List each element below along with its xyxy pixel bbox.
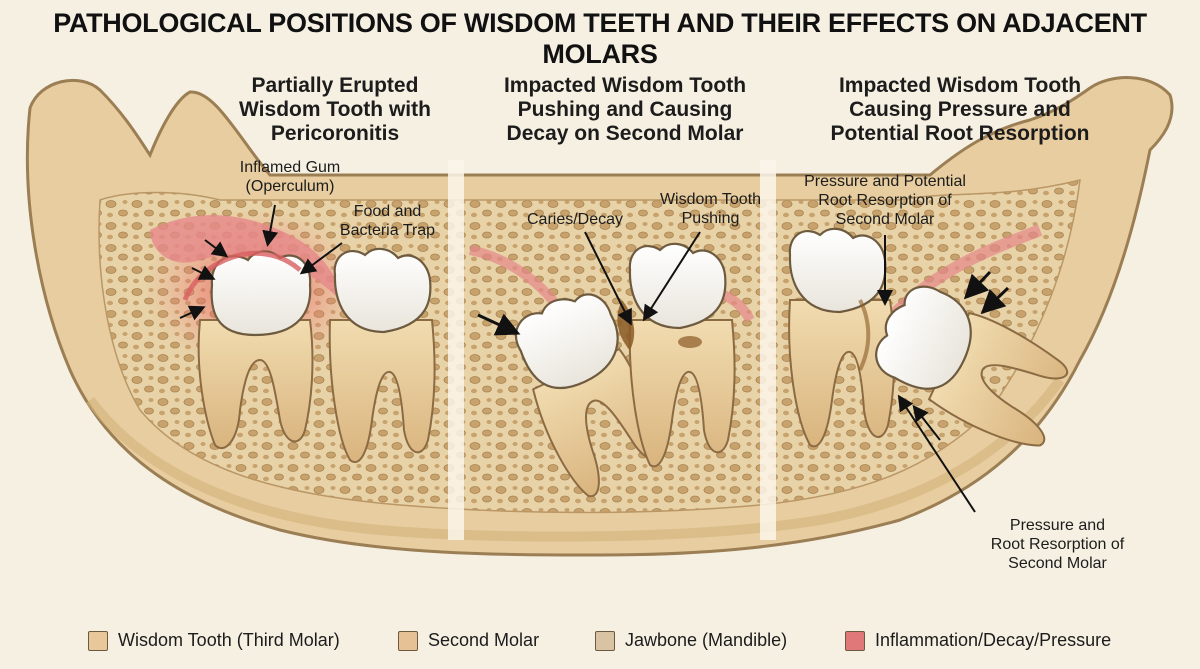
wisdom-tooth-2 bbox=[514, 293, 660, 497]
legend-label: Jawbone (Mandible) bbox=[625, 630, 788, 650]
label-food-bacteria-trap: Food and Bacteria Trap bbox=[339, 203, 436, 239]
legend-label: Second Molar bbox=[428, 630, 540, 650]
label-caries-decay: Caries/Decay bbox=[526, 211, 624, 228]
legend-label: Inflammation/Decay/Pressure bbox=[875, 630, 1112, 650]
legend-swatch bbox=[595, 630, 615, 651]
legend: Wisdom Tooth (Third Molar) Second Molar … bbox=[0, 626, 1200, 662]
label-pressure-potential-resorption: Pressure and Potential Root Resorption o… bbox=[804, 173, 966, 228]
legend-item-jawbone: Jawbone (Mandible) bbox=[595, 630, 787, 651]
legend-label: Wisdom Tooth (Third Molar) bbox=[118, 630, 340, 650]
wisdom-tooth-1 bbox=[197, 250, 314, 450]
label-pressure-root-resorption: Pressure and Root Resorption of Second M… bbox=[990, 517, 1125, 572]
panel-2-title: Impacted Wisdom Tooth Pushing and Causin… bbox=[503, 74, 747, 145]
second-molar-1 bbox=[328, 247, 436, 463]
panel-3-title: Impacted Wisdom Tooth Causing Pressure a… bbox=[830, 74, 1090, 145]
wisdom-tooth-3 bbox=[875, 285, 1069, 447]
panel-1-title: Partially Erupted Wisdom Tooth with Peri… bbox=[239, 74, 431, 145]
label-wisdom-tooth-pushing: Wisdom Tooth Pushing bbox=[659, 191, 762, 227]
legend-swatch bbox=[88, 630, 108, 651]
label-inflamed-gum: Inflamed Gum (Operculum) bbox=[239, 159, 341, 195]
legend-swatch bbox=[845, 630, 865, 651]
legend-item-second-molar: Second Molar bbox=[398, 630, 539, 651]
legend-swatch bbox=[398, 630, 418, 651]
legend-item-wisdom-tooth: Wisdom Tooth (Third Molar) bbox=[88, 630, 340, 651]
main-title: PATHOLOGICAL POSITIONS OF WISDOM TEETH A… bbox=[53, 8, 1147, 69]
legend-item-inflammation: Inflammation/Decay/Pressure bbox=[845, 630, 1111, 651]
